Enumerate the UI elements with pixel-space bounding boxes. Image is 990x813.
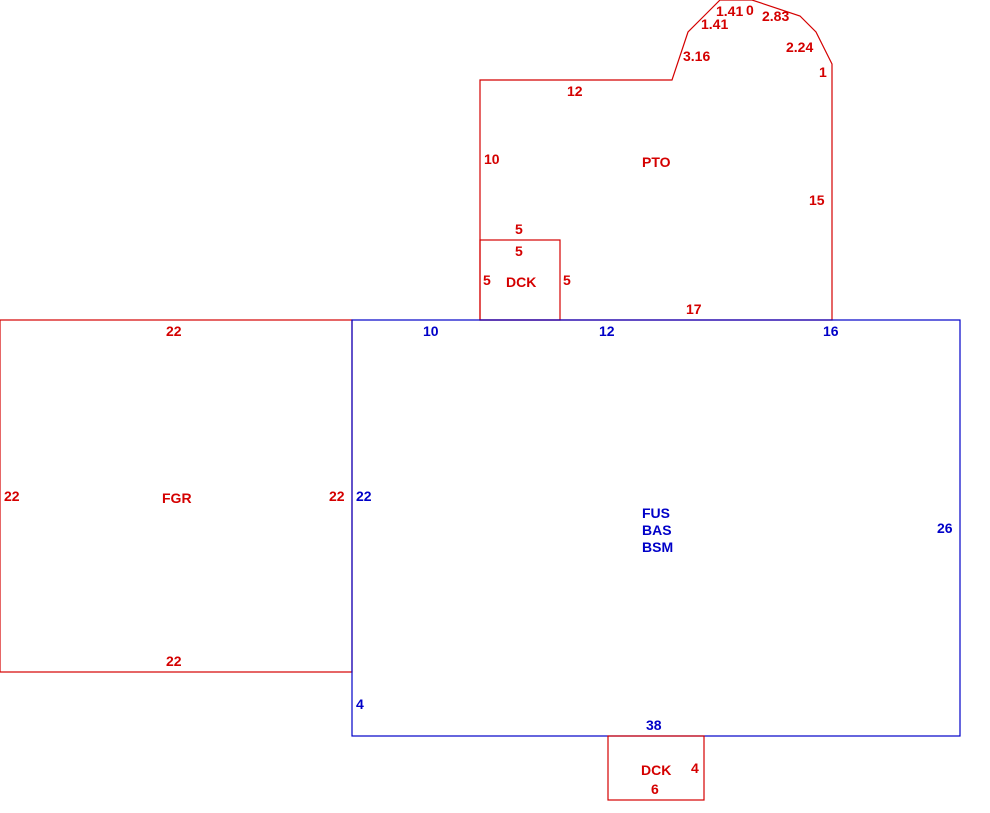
- pto-dim-diag-4: 2.83: [762, 8, 789, 24]
- dck-top-dim-right: 5: [563, 272, 571, 288]
- main-dim-top-1: 10: [423, 323, 439, 339]
- fgr-dim-bottom: 22: [166, 653, 182, 669]
- dck-bottom-area-label: DCK: [641, 762, 671, 778]
- dck-top-area-label: DCK: [506, 274, 536, 290]
- pto-dim-diag-5: 2.24: [786, 39, 813, 55]
- pto-dim-top-small: 0: [746, 2, 754, 18]
- pto-dim-diag-3: 1.41: [716, 3, 743, 19]
- main-area-label-bsm: BSM: [642, 539, 673, 555]
- fgr-dim-right: 22: [329, 488, 345, 504]
- main-area-label-fus: FUS: [642, 505, 670, 521]
- pto-outline: [479, 0, 833, 321]
- pto-dim-right: 15: [809, 192, 825, 208]
- main-dim-right: 26: [937, 520, 953, 536]
- fgr-dim-top: 22: [166, 323, 182, 339]
- pto-dim-right-short: 1: [819, 64, 827, 80]
- dck-top-dim-outer: 5: [515, 221, 523, 237]
- pto-area-label: PTO: [642, 154, 671, 170]
- pto-dim-left: 10: [484, 151, 500, 167]
- main-dim-top-3: 16: [823, 323, 839, 339]
- dck-top-dim-left: 5: [483, 272, 491, 288]
- fgr-area-label: FGR: [162, 490, 192, 506]
- main-dim-bottom: 38: [646, 717, 662, 733]
- pto-dim-bottom: 17: [686, 301, 702, 317]
- dck-bottom-dim-bottom: 6: [651, 781, 659, 797]
- fgr-dim-left: 22: [4, 488, 20, 504]
- pto-dim-diag-1: 3.16: [683, 48, 710, 64]
- main-area-label-bas: BAS: [642, 522, 672, 538]
- main-dim-left: 22: [356, 488, 372, 504]
- dck-top-dim-inner: 5: [515, 243, 523, 259]
- pto-dim-top-left: 12: [567, 83, 583, 99]
- pto-dim-diag-2: 1.41: [701, 16, 728, 32]
- dck-bottom-outline: [607, 735, 705, 801]
- main-dim-top-2: 12: [599, 323, 615, 339]
- dck-bottom-dim-right: 4: [691, 760, 699, 776]
- main-dim-left-lower: 4: [356, 696, 364, 712]
